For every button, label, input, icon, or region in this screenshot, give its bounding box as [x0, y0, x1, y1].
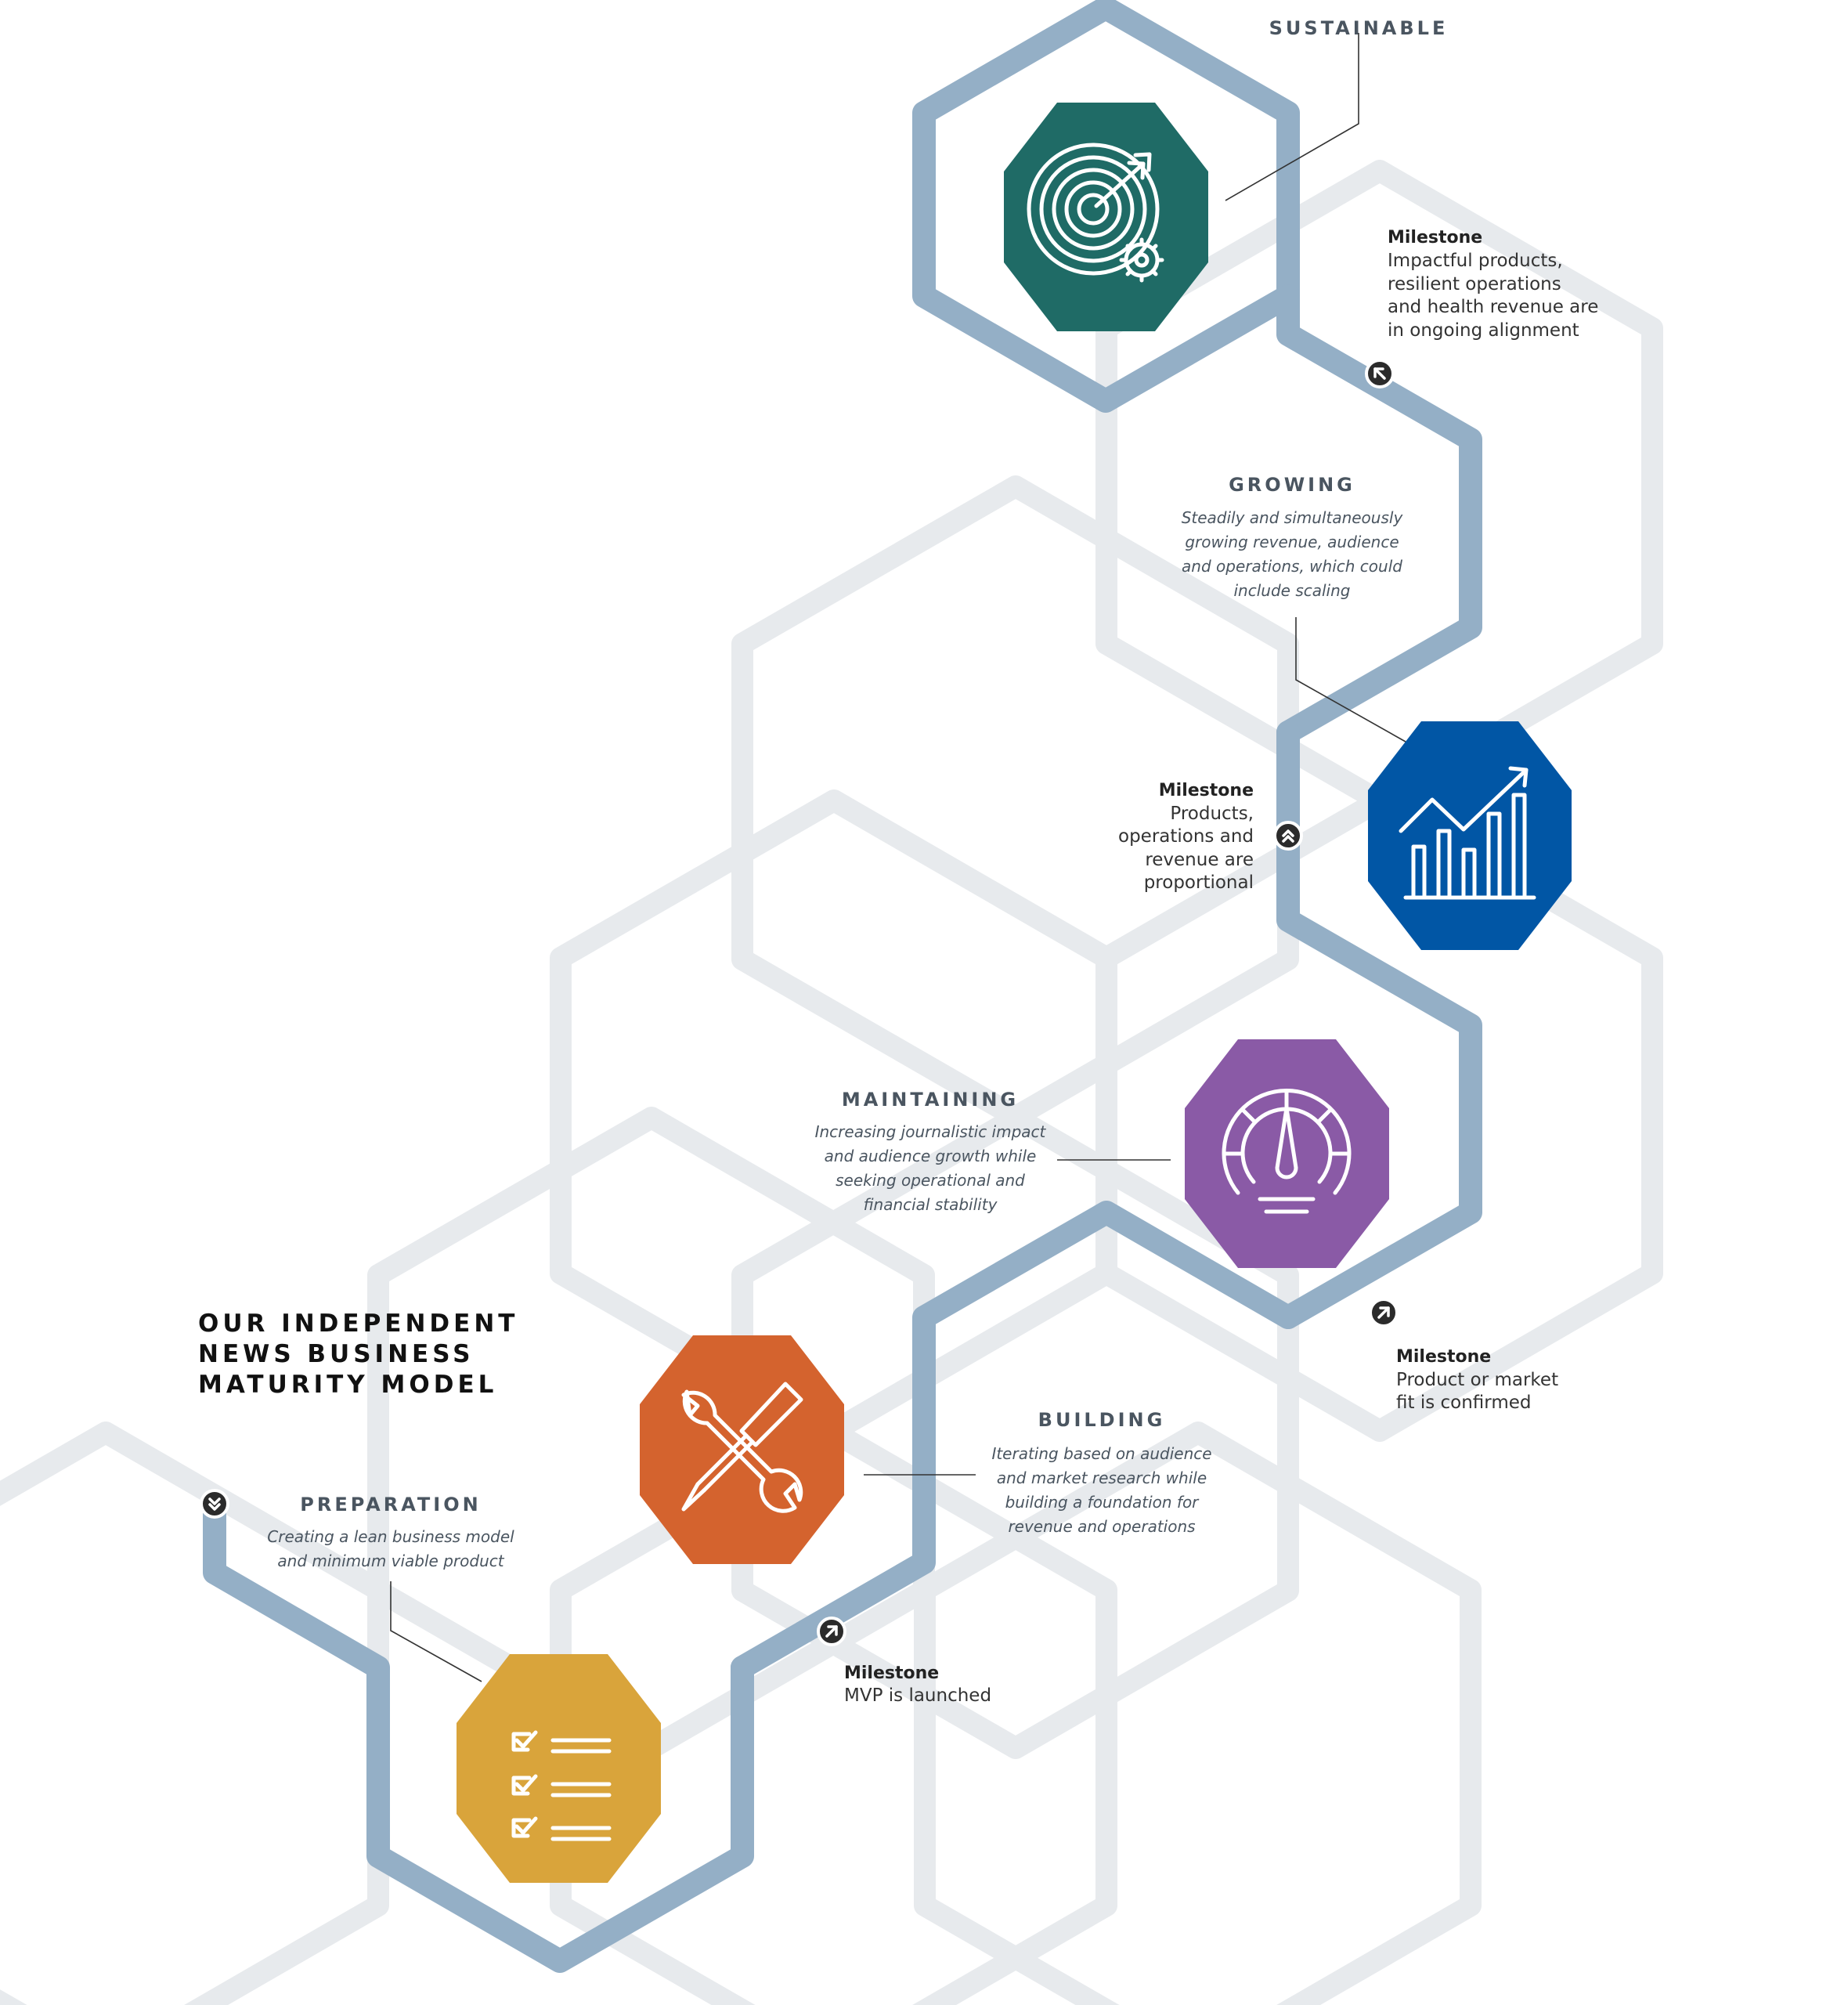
stage-label-sustainable: SUSTAINABLE	[1269, 17, 1449, 39]
stage-description-line: and audience growth while	[825, 1147, 1037, 1165]
stage-description-line: and operations, which could	[1182, 557, 1402, 576]
stage-label-growing: GROWING	[1229, 474, 1355, 496]
leader-lines	[390, 33, 1406, 1682]
checklist-icon	[511, 1730, 612, 1841]
preparation-badge	[457, 1654, 661, 1883]
bg-hexagon	[731, 1107, 1299, 1759]
stage-description-line: include scaling	[1234, 581, 1351, 600]
milestone-heading: Milestone	[1388, 228, 1482, 247]
leader-sustainable	[1225, 33, 1359, 201]
leader-preparation	[390, 1581, 482, 1682]
milestone-text-line: Impactful products,	[1388, 251, 1563, 271]
milestone-text-line: fit is confirmed	[1396, 1393, 1532, 1413]
path-building-to-preparation	[203, 1492, 754, 1973]
milestone-text-line: proportional	[1144, 872, 1254, 893]
stage-description-line: financial stability	[864, 1195, 998, 1214]
bg-hexagon	[914, 1422, 1482, 2005]
milestone-heading: Milestone	[1396, 1347, 1491, 1367]
stage-description-line: growing revenue, audience	[1185, 533, 1399, 551]
path-start-node	[200, 1489, 229, 1519]
maintaining-badge	[1185, 1039, 1389, 1268]
milestone-node-building	[817, 1617, 846, 1646]
growing-hexagon	[1368, 721, 1572, 950]
milestone-text-line: and health revenue are	[1388, 297, 1598, 317]
milestone-labels: Milestone Impactful products, resilient …	[844, 228, 1598, 1706]
gauge-icon	[1222, 1089, 1352, 1214]
milestone-node-maintaining	[1369, 1298, 1399, 1328]
stage-label-building: BUILDING	[1038, 1409, 1166, 1431]
maintaining-hexagon	[1185, 1039, 1389, 1268]
stage-label-maintaining: MAINTAINING	[842, 1089, 1019, 1111]
path-growing-to-maintaining	[1276, 721, 1482, 1329]
stage-description-line: and market research while	[997, 1469, 1207, 1487]
stage-labels: SUSTAINABLE GROWING Steadily and simulta…	[267, 17, 1449, 1570]
growing-badge	[1368, 721, 1572, 950]
stage-label-preparation: PREPARATION	[300, 1494, 481, 1515]
sustainable-badge	[1004, 103, 1208, 331]
milestone-text-line: Products,	[1170, 804, 1254, 824]
stage-description-line: and minimum viable product	[277, 1552, 504, 1570]
maturity-path	[203, 0, 1482, 1973]
bg-hexagon	[1095, 160, 1663, 812]
bg-hexagon	[731, 475, 1299, 1128]
stage-description-line: Steadily and simultaneously	[1182, 508, 1404, 527]
stage-badges	[457, 103, 1572, 1883]
milestone-node-growing	[1273, 821, 1303, 851]
leader-growing	[1295, 617, 1406, 742]
stage-description-line: seeking operational and	[836, 1171, 1025, 1190]
building-badge	[640, 1335, 844, 1564]
stage-description-line: building a foundation for	[1005, 1493, 1200, 1512]
stage-description-line: Iterating based on audience	[991, 1444, 1211, 1463]
background-honeycomb	[0, 160, 1663, 2005]
milestone-text-line: resilient operations	[1388, 274, 1561, 294]
milestone-text-line: operations and	[1118, 826, 1254, 847]
milestone-text-line: in ongoing alignment	[1388, 320, 1579, 341]
stage-description-line: Increasing journalistic impact	[815, 1122, 1047, 1141]
preparation-hexagon	[457, 1654, 661, 1883]
stage-description-line: revenue and operations	[1008, 1517, 1195, 1536]
milestone-heading: Milestone	[844, 1664, 939, 1683]
milestone-text-line: revenue are	[1145, 850, 1254, 870]
path-sustainable-to-growing	[1276, 284, 1482, 744]
stage-description-line: Creating a lean business model	[267, 1527, 514, 1546]
diagram-title: OUR INDEPENDENT NEWS BUSINESS MATURITY M…	[198, 1310, 518, 1399]
target-gear-icon	[1027, 143, 1164, 283]
milestone-nodes	[200, 359, 1399, 1646]
bg-hexagon	[550, 789, 1117, 1442]
bar-chart-growth-icon	[1399, 766, 1536, 900]
title-line-3: MATURITY MODEL	[198, 1371, 497, 1399]
milestone-node-sustainable	[1365, 359, 1395, 388]
milestone-text-line: Product or market	[1396, 1370, 1558, 1390]
title-line-1: OUR INDEPENDENT	[198, 1310, 518, 1338]
milestone-heading: Milestone	[1159, 781, 1254, 800]
milestone-text-line: MVP is launched	[844, 1685, 991, 1706]
title-line-2: NEWS BUSINESS	[198, 1340, 474, 1368]
path-maintaining-to-building	[731, 1201, 1300, 1679]
wrench-screwdriver-icon	[681, 1382, 803, 1513]
bg-hexagon	[0, 1422, 389, 2005]
